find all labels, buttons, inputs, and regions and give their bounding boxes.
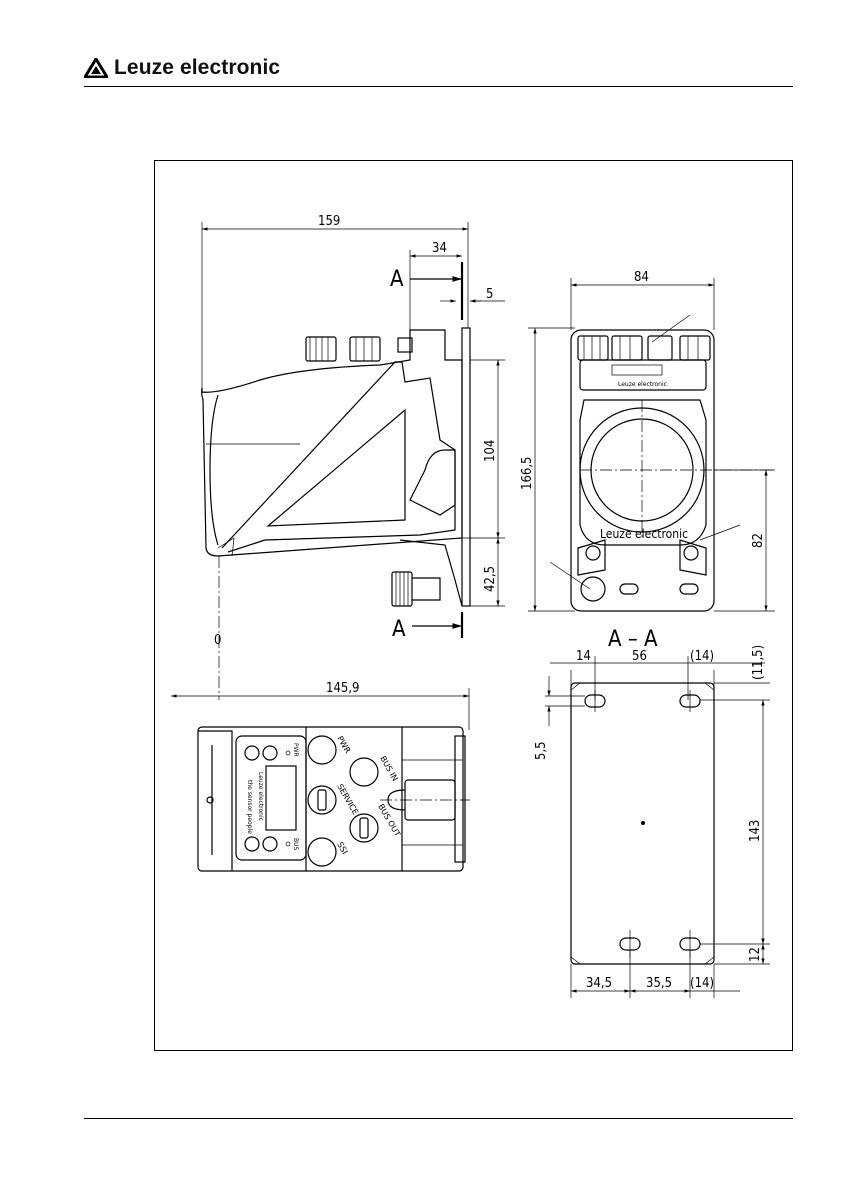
section-mark-top: A xyxy=(390,267,404,292)
label-bus-out: BUS OUT xyxy=(376,803,402,839)
dim-5: 5 xyxy=(486,287,493,302)
origin-label: 0 xyxy=(214,633,221,648)
dim-34-5: 34,5 xyxy=(586,976,612,991)
dim-35-5: 35,5 xyxy=(646,976,672,991)
label-service: SERVICE xyxy=(335,783,360,817)
panel-brand: Leuze electronic xyxy=(257,772,264,821)
dim-56: 56 xyxy=(632,649,647,664)
side-view: 159 34 A 5 xyxy=(202,214,505,700)
label-pwr: PWR xyxy=(335,735,352,756)
dim-14-right: (14) xyxy=(690,649,714,664)
dim-82: 82 xyxy=(751,533,766,548)
front-brand-label: Leuze electronic xyxy=(600,527,688,541)
dim-143: 143 xyxy=(748,820,763,842)
top-view: 145,9 Leuze electronic the sensor people… xyxy=(171,681,470,871)
dim-104: 104 xyxy=(483,440,498,462)
dim-159: 159 xyxy=(318,214,340,229)
led-pwr: PWR xyxy=(292,743,299,757)
dim-11-5: (11,5) xyxy=(751,645,766,680)
dim-34: 34 xyxy=(432,241,447,256)
label-bus-in: BUS IN xyxy=(378,755,399,783)
section-mark-bottom: A xyxy=(392,617,406,642)
dim-14-bottom: (14) xyxy=(690,976,714,991)
dim-145-9: 145,9 xyxy=(326,681,359,696)
dim-84: 84 xyxy=(634,270,649,285)
panel-sub: the sensor people xyxy=(246,780,253,834)
dim-14-left: 14 xyxy=(576,649,591,664)
section-view: A – A 14 56 (14) (11,5) 5,5 143 xyxy=(534,627,770,998)
dim-42-5: 42,5 xyxy=(483,566,498,592)
front-panel-label: Leuze electronic xyxy=(618,381,667,388)
led-bus: BUS xyxy=(292,838,299,851)
front-view: 84 166,5 Leuze electronic Leuze electron… xyxy=(520,270,775,611)
footer-rule xyxy=(84,1118,793,1119)
dim-5-5: 5,5 xyxy=(534,741,549,760)
label-ssi: SSI xyxy=(335,841,349,856)
dim-166-5: 166,5 xyxy=(520,457,535,490)
dim-12: 12 xyxy=(748,947,763,962)
